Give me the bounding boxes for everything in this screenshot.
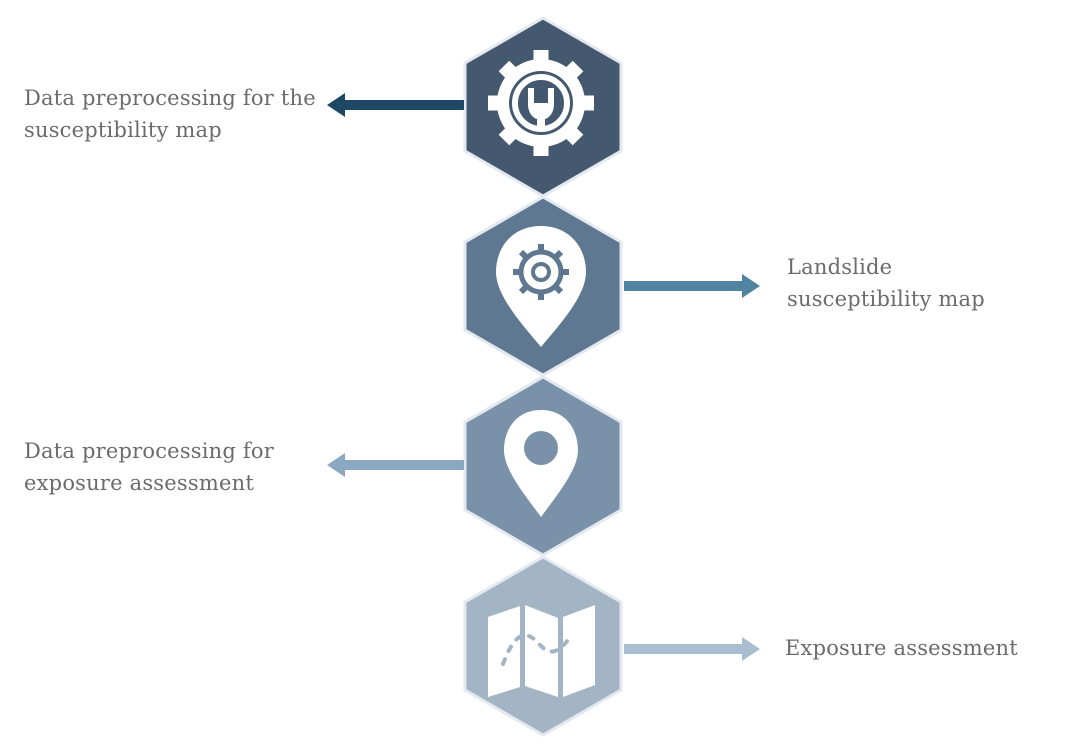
- step-4-hexagon: [463, 555, 623, 737]
- arrow-step-4: [624, 637, 760, 661]
- gear-pin-icon: [496, 226, 586, 347]
- arrow-step-3: [327, 453, 464, 477]
- wrench-gear-icon: [488, 50, 594, 156]
- step-1-hexagon: [463, 16, 623, 198]
- step-1-label: Data preprocessing for the susceptibilit…: [24, 82, 316, 146]
- step-3-hexagon: [463, 375, 623, 557]
- step-2-label-line-2: susceptibility map: [787, 287, 985, 311]
- arrow-step-1: [327, 93, 464, 117]
- step-3-label-line-1: Data preprocessing for: [24, 439, 274, 463]
- step-2-hexagon: [463, 195, 623, 377]
- step-3-label: Data preprocessing for exposure assessme…: [24, 435, 274, 499]
- step-3-label-line-2: exposure assessment: [24, 471, 254, 495]
- step-1-label-line-1: Data preprocessing for the: [24, 86, 316, 110]
- location-pin-icon: [504, 410, 578, 517]
- step-4-label: Exposure assessment: [785, 632, 1018, 664]
- step-1-label-line-2: susceptibility map: [24, 118, 222, 142]
- step-4-label-line-1: Exposure assessment: [785, 636, 1018, 660]
- arrow-step-2: [624, 274, 760, 298]
- step-2-label-line-1: Landslide: [787, 255, 893, 279]
- step-2-label: Landslide susceptibility map: [787, 251, 985, 315]
- map-icon: [488, 605, 595, 697]
